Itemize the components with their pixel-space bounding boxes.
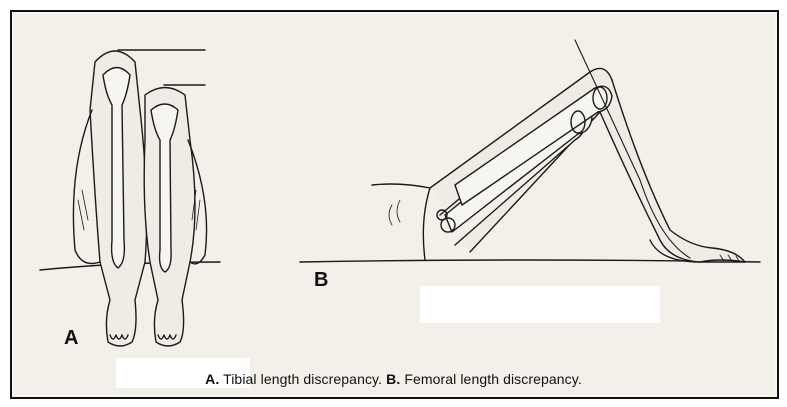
caption-a-marker: A. bbox=[205, 371, 219, 387]
long-shin bbox=[600, 80, 745, 262]
figure-caption: A. Tibial length discrepancy. B. Femoral… bbox=[0, 371, 787, 387]
long-femur bbox=[455, 86, 612, 205]
caption-b-text: Femoral length discrepancy. bbox=[404, 371, 582, 387]
hip-hatch bbox=[389, 200, 400, 225]
blank-patch-b bbox=[420, 286, 660, 323]
panel-b-label: B bbox=[314, 269, 328, 292]
hip-outline bbox=[372, 184, 430, 260]
caption-b-marker: B. bbox=[386, 371, 400, 387]
panel-a-drawing bbox=[40, 50, 220, 346]
panel-a-label: A bbox=[64, 327, 78, 350]
panel-b-drawing bbox=[300, 40, 760, 262]
caption-a-text: Tibial length discrepancy. bbox=[223, 371, 382, 387]
